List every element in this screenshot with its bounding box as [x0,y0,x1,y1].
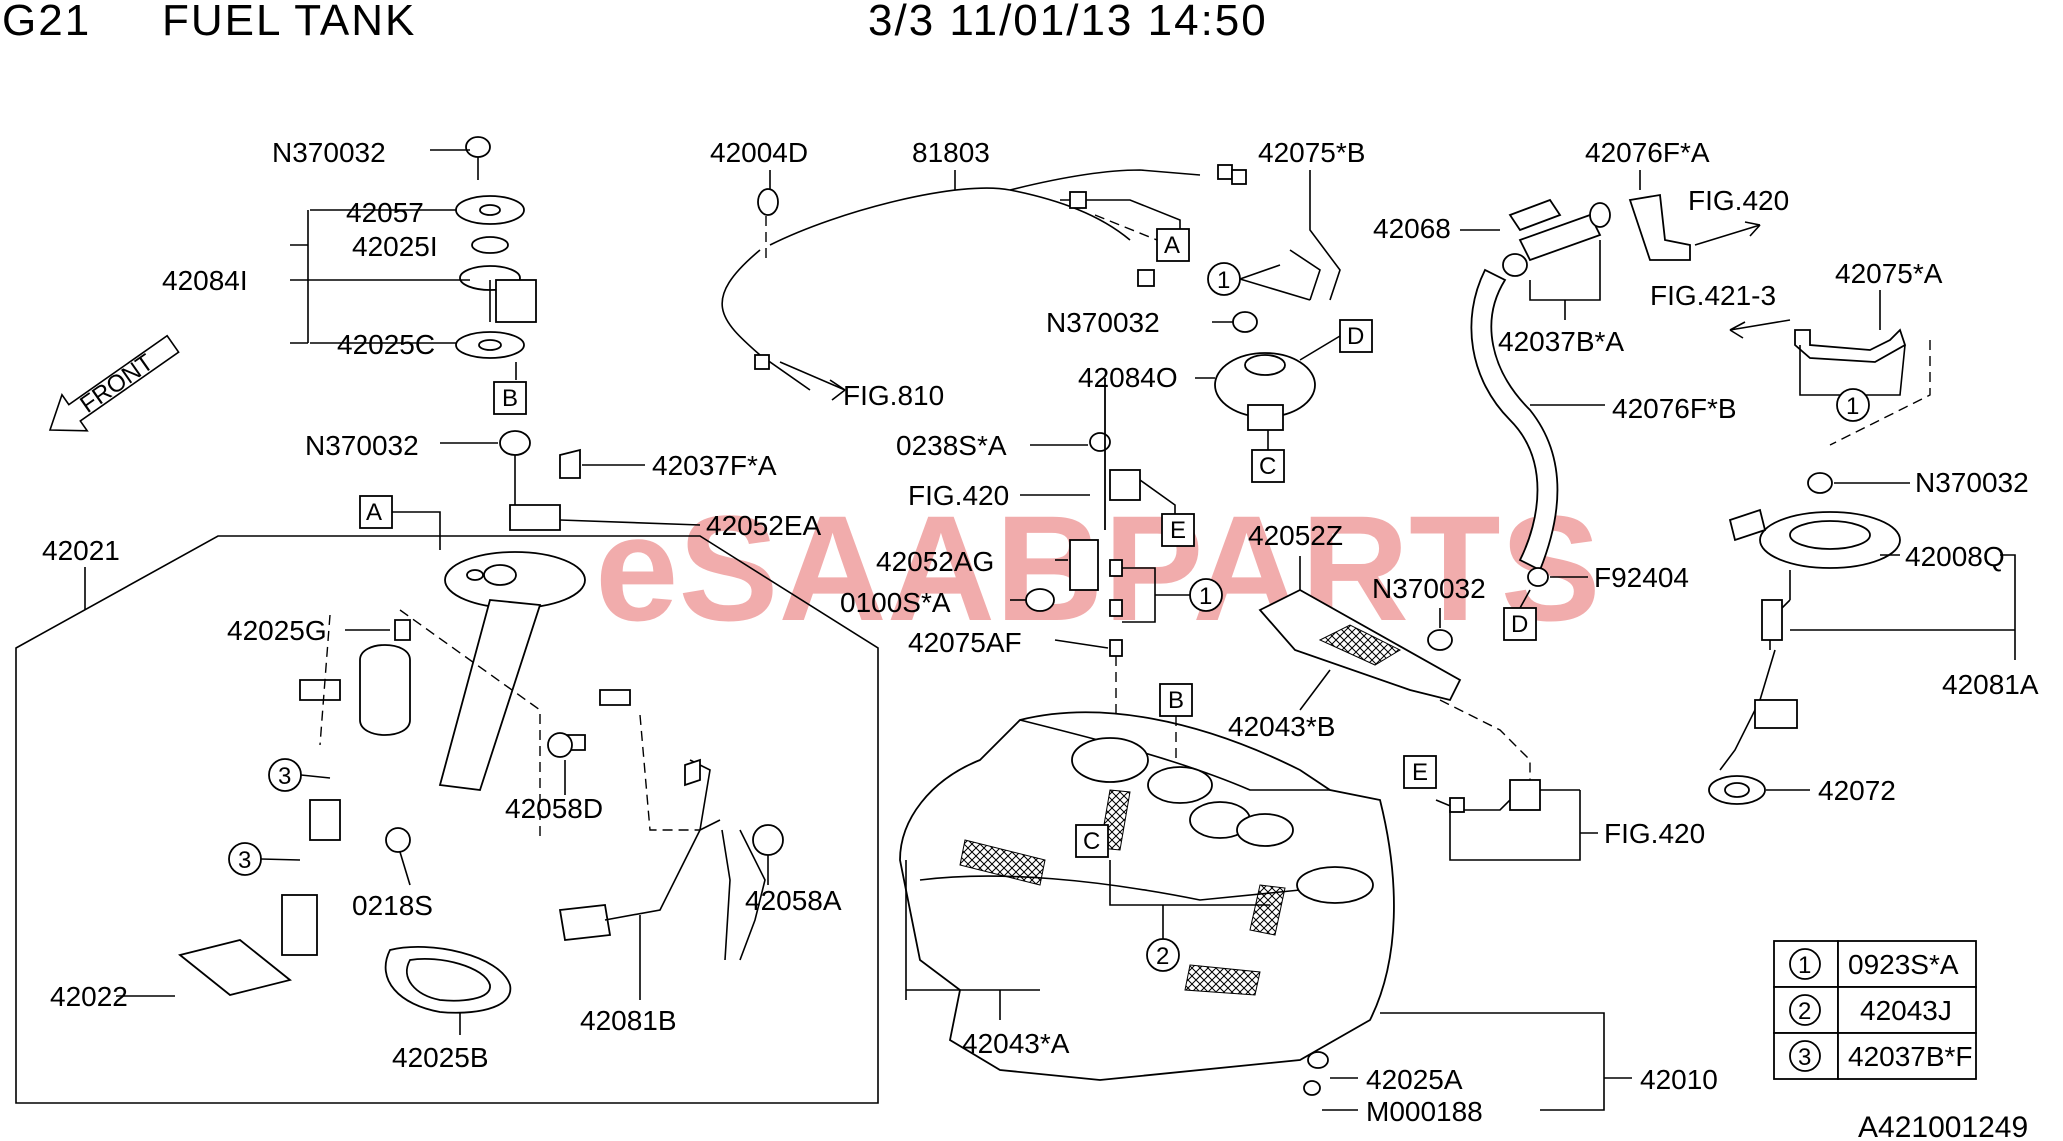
box-e-right: E [1412,759,1428,786]
pump-module-frame [15,535,879,1104]
label-42084i: 42084I [162,265,248,296]
label-f92404: F92404 [1594,562,1689,593]
label-fig420-c: FIG.420 [1604,818,1705,849]
label-42081b: 42081B [580,1005,677,1036]
label-42037fa: 42037F*A [652,450,777,481]
circle-3-a: 3 [278,763,291,790]
legend-table: 1 2 3 0923S*A 42043J 42037B*F [1773,940,1977,1080]
label-42025c: 42025C [337,329,435,360]
label-42021: 42021 [42,535,120,566]
label-m000188: M000188 [1366,1096,1483,1127]
label-0100sa: 0100S*A [840,587,951,618]
label-0218s: 0218S [352,890,433,921]
label-42008q: 42008Q [1905,541,2005,572]
label-81803: 81803 [912,137,990,168]
pump-module [178,551,631,996]
box-e-mid: E [1170,517,1186,544]
label-42081a: 42081A [1942,669,2039,700]
legend-symbol-1: 1 [1798,952,1811,979]
label-42075b: 42075*B [1258,137,1365,168]
label-42037ba: 42037B*A [1498,326,1624,357]
figure-id: A421001249 [1858,1111,2028,1141]
fuel-tank [899,711,1395,1096]
label-42025i: 42025I [352,231,438,262]
label-42072: 42072 [1818,775,1896,806]
legend-part-1: 0923S*A [1848,949,1959,980]
box-c-tank: C [1083,828,1100,855]
header-code: G21 [2,0,92,45]
label-42043a: 42043*A [962,1028,1070,1059]
label-42010: 42010 [1640,1064,1718,1095]
label-42084o: 42084O [1078,362,1178,393]
label-42025a: 42025A [1366,1064,1463,1095]
label-0238sa: 0238S*A [896,430,1007,461]
label-42075af: 42075AF [908,627,1022,658]
filler-neck-assembly [290,136,537,380]
label-42004d: 42004D [710,137,808,168]
label-n370032-c: N370032 [1046,307,1160,338]
label-42052z: 42052Z [1248,520,1343,551]
box-b-top: B [502,385,518,412]
circle-1-mid: 1 [1199,583,1212,610]
label-42068: 42068 [1373,213,1451,244]
legend-part-3: 42037B*F [1848,1041,1973,1072]
header-page-info: 3/3 11/01/13 14:50 [868,0,1268,45]
header-title: FUEL TANK [162,0,417,45]
circle-1-right: 1 [1846,393,1859,420]
label-fig420-b: FIG.420 [1688,185,1789,216]
circle-1-top: 1 [1217,267,1230,294]
legend-symbol-3: 3 [1798,1044,1811,1071]
label-42058d: 42058D [505,793,603,824]
label-n370032-a: N370032 [272,137,386,168]
label-fig810: FIG.810 [843,380,944,411]
front-label: FRONT [75,349,158,419]
label-42076fa: 42076F*A [1585,137,1710,168]
legend-symbol-2: 2 [1798,998,1811,1025]
label-n370032-e: N370032 [1915,467,2029,498]
box-a-mid: A [1164,232,1180,259]
label-fig420-a: FIG.420 [908,480,1009,511]
label-42058a: 42058A [745,885,842,916]
label-n370032-b: N370032 [305,430,419,461]
label-42052ea: 42052EA [706,510,822,541]
label-n370032-d: N370032 [1372,573,1486,604]
box-d-right: D [1511,611,1528,638]
label-42043b: 42043*B [1228,711,1335,742]
box-c-mid: C [1259,453,1276,480]
legend-part-2: 42043J [1860,995,1952,1026]
box-a-left: A [366,499,382,526]
label-42022: 42022 [50,981,128,1012]
front-arrow-icon: FRONT [48,334,180,432]
label-42025g: 42025G [227,615,327,646]
circle-3-b: 3 [238,847,251,874]
label-42076fb: 42076F*B [1612,393,1737,424]
box-b-tank: B [1168,687,1184,714]
circle-2-tank: 2 [1156,943,1169,970]
label-42025b: 42025B [392,1042,489,1073]
label-42075a: 42075*A [1835,258,1943,289]
box-d-mid: D [1347,323,1364,350]
label-fig421-3: FIG.421-3 [1650,280,1776,311]
label-42057: 42057 [346,197,424,228]
label-42052ag: 42052AG [876,546,994,577]
